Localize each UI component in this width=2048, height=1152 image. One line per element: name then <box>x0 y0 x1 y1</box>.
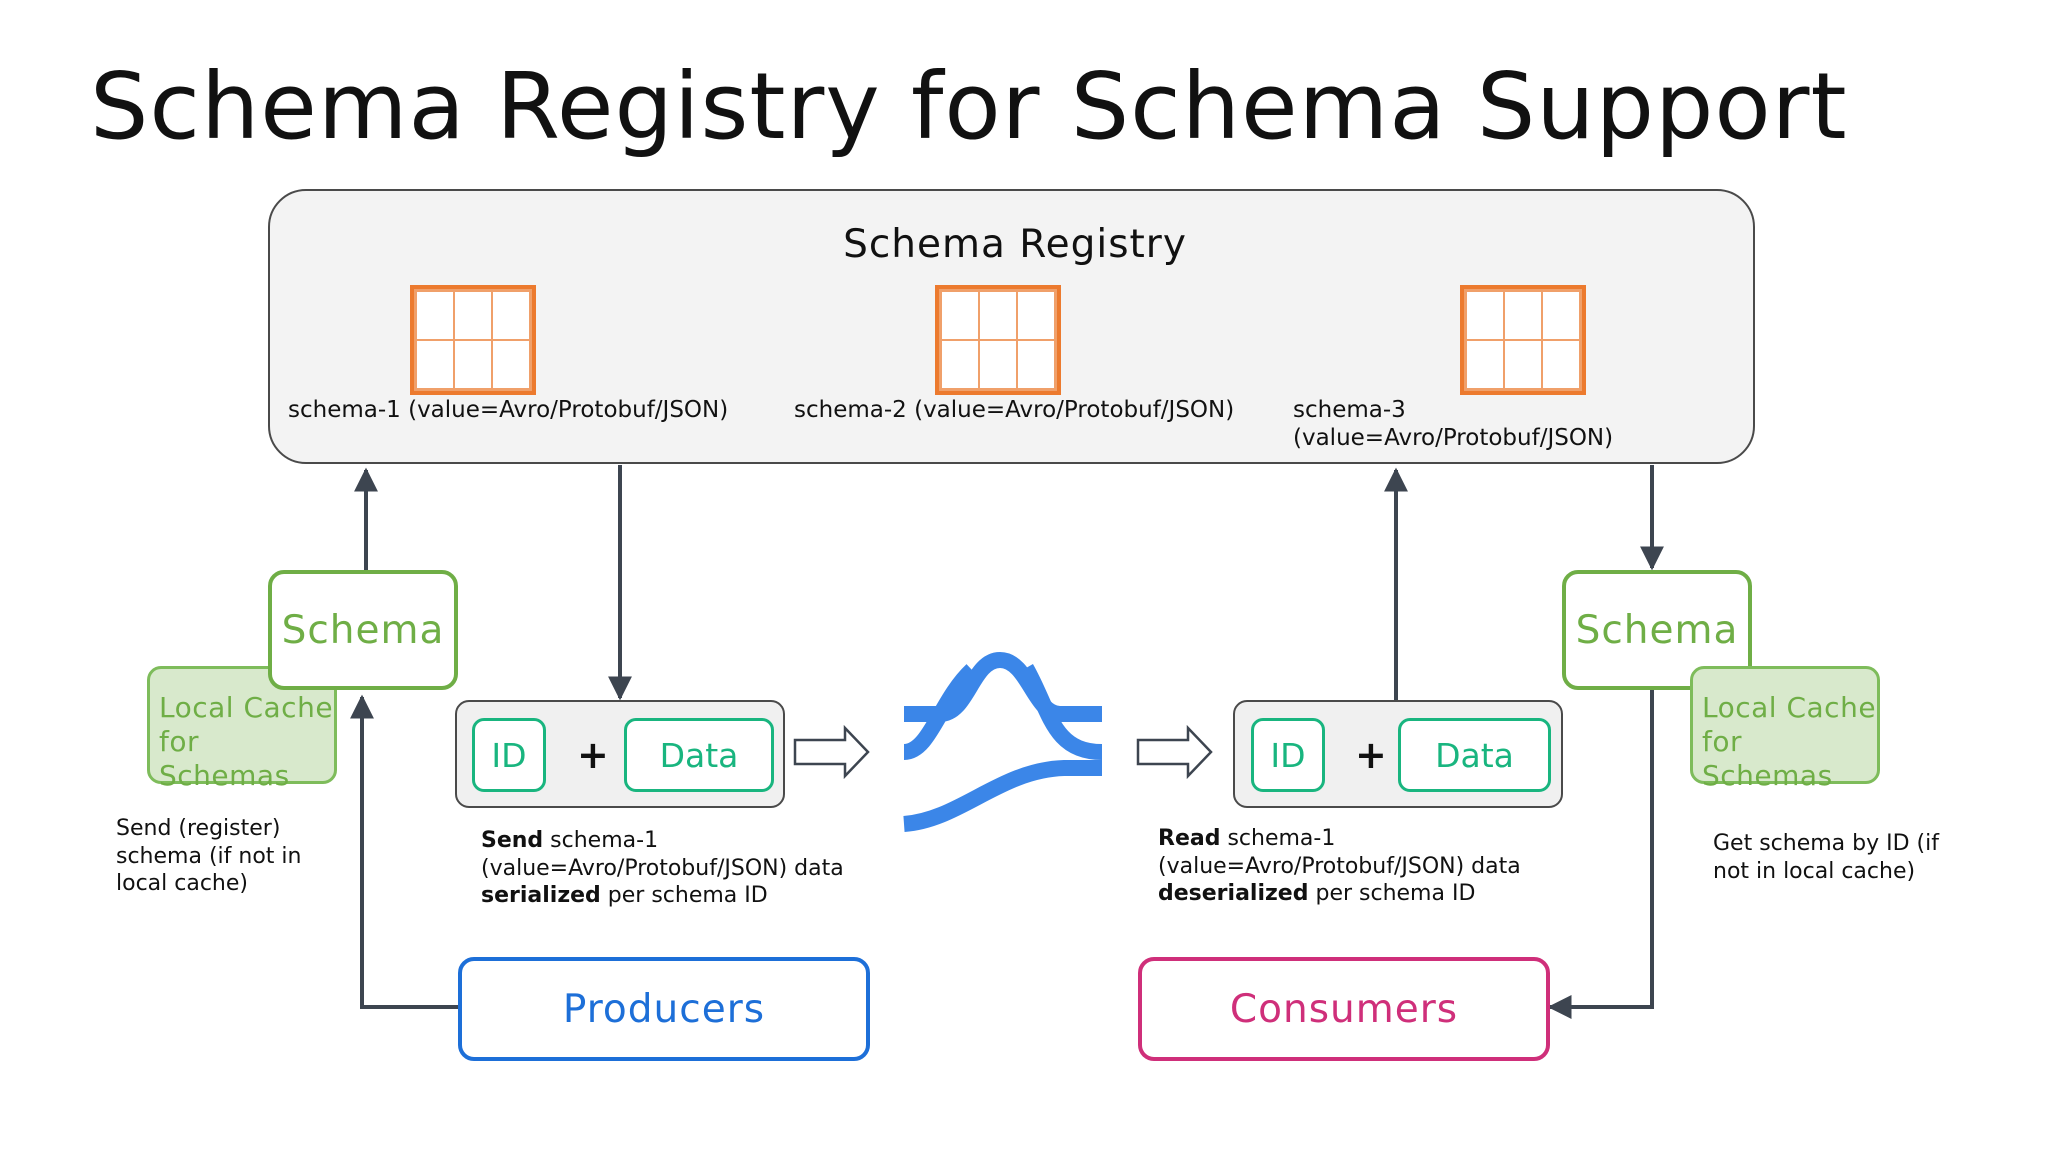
consumer-desc-rest1: schema-1 <box>1220 826 1336 851</box>
producer-description: Send schema-1 (value=Avro/Protobuf/JSON)… <box>481 827 844 910</box>
producer-note-line3: local cache) <box>116 871 248 896</box>
page-title: Schema Registry for Schema Support <box>90 53 1848 160</box>
consumer-description: Read schema-1 (value=Avro/Protobuf/JSON)… <box>1158 825 1521 908</box>
consumer-desc-bold3: deserialized <box>1158 881 1309 906</box>
schema-3-label: schema-3 (value=Avro/Protobuf/JSON) <box>1293 397 1613 452</box>
schema-1-label: schema-1 (value=Avro/Protobuf/JSON) <box>288 397 729 423</box>
table-grid-icon <box>1460 285 1586 395</box>
producer-id-pill: ID <box>472 718 546 792</box>
schema-3-label-line2: (value=Avro/Protobuf/JSON) <box>1293 424 1614 451</box>
consumer-note-line1: Get schema by ID (if <box>1713 831 1939 856</box>
producer-schema-box: Schema <box>268 570 458 690</box>
producer-cache-line2: for Schemas <box>159 725 290 793</box>
consumer-desc-line2: (value=Avro/Protobuf/JSON) data <box>1158 853 1521 879</box>
producer-data-pill: Data <box>624 718 774 792</box>
consumer-id-pill: ID <box>1251 718 1325 792</box>
hollow-right-arrow-icon <box>793 724 870 780</box>
consumer-cache-line2: for Schemas <box>1702 725 1833 793</box>
producer-desc-line2: (value=Avro/Protobuf/JSON) data <box>481 855 844 881</box>
producer-note-line2: schema (if not in <box>116 843 302 869</box>
schema-3-label-line1: schema-3 <box>1293 397 1406 423</box>
consumer-note: Get schema by ID (if not in local cache) <box>1713 830 1939 885</box>
hollow-right-arrow-icon <box>1136 724 1213 780</box>
schema-2-label: schema-2 (value=Avro/Protobuf/JSON) <box>794 397 1235 423</box>
producer-desc-rest3: per schema ID <box>600 883 768 908</box>
producer-desc-rest1: schema-1 <box>543 828 659 853</box>
producer-note-line1: Send (register) <box>116 816 281 841</box>
kafka-logo-icon <box>902 651 1103 832</box>
consumer-plus: + <box>1355 733 1387 777</box>
producer-plus: + <box>577 733 609 777</box>
producer-note: Send (register) schema (if not in local … <box>116 815 301 898</box>
consumer-cache-line1: Local Cache <box>1702 691 1877 724</box>
registry-title: Schema Registry <box>843 222 1187 267</box>
table-grid-icon <box>935 285 1061 395</box>
producers-button[interactable]: Producers <box>458 957 870 1061</box>
consumer-desc-rest3: per schema ID <box>1308 881 1476 906</box>
consumer-data-pill: Data <box>1398 718 1551 792</box>
arrow-producers-to-schema <box>350 694 458 1009</box>
consumer-note-line2: not in local cache) <box>1713 858 1916 884</box>
arrow-schema-to-consumers <box>1547 690 1654 1019</box>
table-grid-icon <box>410 285 536 395</box>
producer-desc-bold3: serialized <box>481 883 601 908</box>
producer-cache-line1: Local Cache <box>159 691 334 724</box>
consumer-desc-bold1: Read <box>1158 826 1221 851</box>
consumers-button[interactable]: Consumers <box>1138 957 1550 1061</box>
producer-desc-bold1: Send <box>481 828 544 853</box>
consumer-local-cache: Local Cache for Schemas <box>1690 666 1880 792</box>
